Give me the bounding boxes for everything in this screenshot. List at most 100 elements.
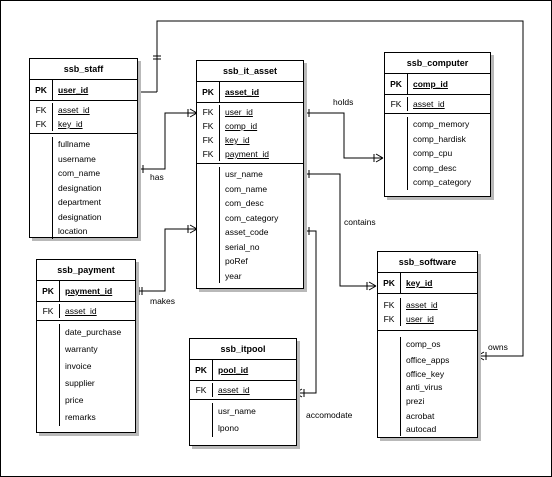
attribute: designation — [58, 211, 102, 222]
relationship-label-accomodate: accomodate — [306, 410, 353, 420]
pk-row: PK payment_id — [37, 281, 135, 302]
attribute: year — [225, 270, 242, 281]
entity-title: ssb_computer — [385, 53, 490, 74]
attribute: date_purchase — [65, 327, 122, 337]
attribute: comp_desc — [413, 162, 457, 173]
entity-ssb-staff: ssb_staff PK user_id FK FK asset_id key_… — [29, 58, 138, 239]
relationship-label-has: has — [150, 172, 164, 182]
attribute: usr_name — [218, 406, 256, 416]
attribute: warranty — [65, 344, 98, 354]
fk-label: FK — [390, 99, 402, 109]
pk-row: PK comp_id — [385, 74, 490, 95]
attribute: fullname — [58, 139, 91, 149]
relationship-label-contains: contains — [344, 217, 376, 227]
fk-block: FK asset_id — [190, 381, 296, 400]
pk-field: user_id — [58, 85, 89, 95]
pk-row: PK key_id — [378, 273, 477, 294]
fk-field: user_id — [406, 314, 434, 324]
fk-block: FK FK asset_id key_id — [30, 101, 137, 134]
entity-title: ssb_itpool — [190, 339, 296, 360]
pk-field: key_id — [406, 278, 433, 288]
relationship-label-holds: holds — [333, 97, 354, 107]
attribute: username — [58, 153, 96, 164]
attribute: comp_cpu — [413, 148, 453, 158]
attribute: prezi — [406, 396, 425, 406]
attribute-list: comp_os office_apps office_key anti_viru… — [378, 331, 477, 439]
attribute: autocad — [406, 423, 437, 434]
pk-field: payment_id — [65, 286, 113, 296]
entity-ssb-payment: ssb_payment PK payment_id FK asset_id da… — [36, 259, 136, 433]
entity-title: ssb_it_asset — [197, 61, 303, 82]
relationship-label-makes: makes — [150, 296, 176, 306]
fk-field: asset_id — [58, 105, 90, 115]
attribute: invoice — [65, 361, 92, 371]
fk-block: FK FK FK FK user_id comp_id key_id payme… — [197, 103, 303, 164]
pk-row: PK user_id — [30, 80, 137, 101]
fk-field: asset_id — [413, 99, 445, 109]
fk-label: FK — [35, 105, 47, 115]
attribute: com_name — [58, 168, 101, 178]
attribute: comp_hardisk — [413, 133, 466, 144]
fk-field: user_id — [225, 107, 253, 117]
fk-block: FK FK asset_id user_id — [378, 294, 477, 331]
entity-title: ssb_payment — [37, 260, 135, 281]
attribute: location — [58, 226, 88, 236]
pk-field: asset_id — [225, 87, 260, 97]
pk-row: PK pool_id — [190, 360, 296, 381]
fk-label: FK — [202, 135, 214, 145]
pk-field: pool_id — [218, 365, 249, 375]
attribute: serial_no — [225, 241, 260, 252]
pk-label: PK — [190, 360, 213, 380]
attribute: comp_category — [413, 177, 472, 187]
fk-field: key_id — [58, 119, 83, 129]
attribute: office_apps — [406, 354, 450, 365]
attribute: com_category — [225, 212, 279, 223]
pk-label: PK — [197, 82, 220, 102]
fk-label: FK — [35, 119, 47, 129]
pk-label: PK — [30, 80, 53, 100]
link-makes — [136, 228, 197, 292]
attribute: remarks — [65, 412, 96, 422]
fk-field: payment_id — [225, 149, 269, 159]
attribute-list: usr_name lpono — [190, 400, 296, 440]
attribute: comp_memory — [413, 119, 470, 129]
attribute-list: usr_name com_name com_desc com_category … — [197, 164, 303, 286]
link-contains — [303, 173, 376, 287]
attribute: com_desc — [225, 198, 264, 208]
attribute: acrobat — [406, 410, 435, 421]
attribute: poRef — [225, 256, 248, 266]
attribute: department — [58, 197, 101, 207]
attribute: usr_name — [225, 169, 263, 179]
attribute: asset_code — [225, 227, 269, 237]
fk-field: asset_id — [218, 385, 250, 395]
fk-block: FK asset_id — [385, 95, 490, 114]
relationship-label-owns: owns — [488, 342, 508, 352]
link-holds — [303, 112, 383, 159]
entity-ssb-software: ssb_software PK key_id FK FK asset_id us… — [377, 251, 478, 438]
fk-label: FK — [202, 121, 214, 131]
fk-label: FK — [383, 314, 395, 324]
attribute: comp_os — [406, 339, 441, 349]
attribute: supplier — [65, 378, 95, 388]
pk-label: PK — [37, 281, 60, 301]
fk-label: FK — [202, 107, 214, 117]
pk-row: PK asset_id — [197, 82, 303, 103]
fk-label: FK — [195, 385, 207, 395]
attribute: office_key — [406, 369, 445, 379]
fk-block: FK asset_id — [37, 302, 135, 321]
pk-label: PK — [378, 273, 401, 293]
attribute: anti_virus — [406, 382, 443, 392]
entity-ssb-itpool: ssb_itpool PK pool_id FK asset_id usr_na… — [189, 338, 297, 446]
entity-ssb-computer: ssb_computer PK comp_id FK asset_id comp… — [384, 52, 491, 197]
fk-label: FK — [383, 300, 395, 310]
fk-label: FK — [42, 306, 54, 316]
attribute: designation — [58, 182, 102, 193]
entity-ssb-it-asset: ssb_it_asset PK asset_id FK FK FK FK use… — [196, 60, 304, 289]
fk-field: comp_id — [225, 121, 258, 131]
pk-label: PK — [385, 74, 408, 94]
entity-title: ssb_software — [378, 252, 477, 273]
attribute: price — [65, 395, 84, 405]
link-has — [137, 112, 197, 170]
